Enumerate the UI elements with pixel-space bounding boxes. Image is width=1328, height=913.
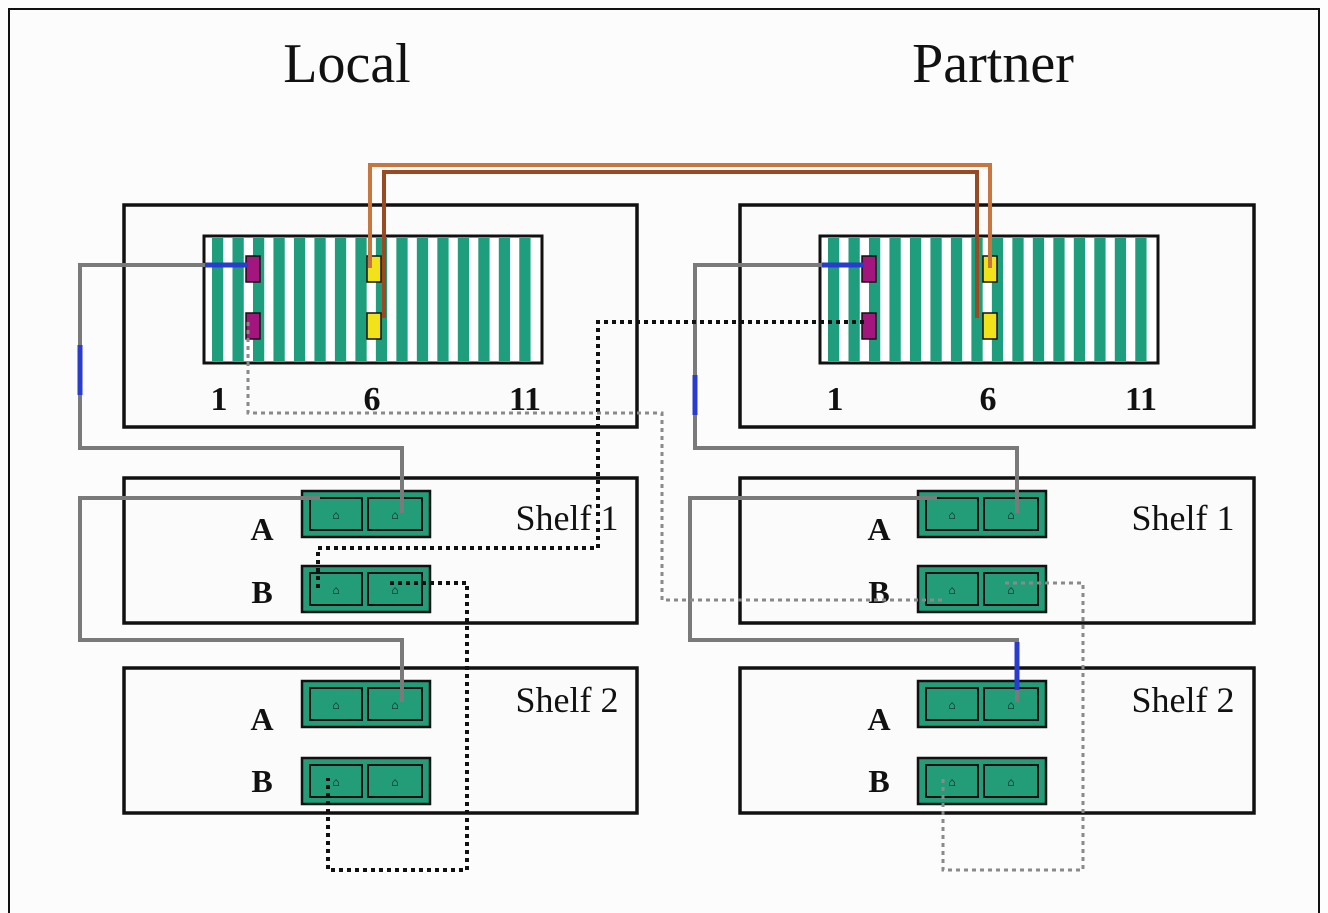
cable-orange-2: [382, 170, 979, 318]
local-shelf-1-module-a-port-icon: ⌂: [332, 508, 339, 522]
local-slot-bar: [498, 238, 511, 361]
partner-slot1-port-top: [861, 255, 877, 283]
local-shelf-2-module-a-label: A: [250, 701, 273, 737]
partner-shelf-1-module-b-label: B: [868, 574, 889, 610]
cable-dotted-gray-1: [246, 322, 945, 602]
partner-shelf-1-module-a-port-icon: ⌂: [1007, 508, 1014, 522]
partner-shelf-2-module-b-label: B: [868, 763, 889, 799]
shelf-modules: ⌂⌂⌂⌂⌂⌂⌂⌂⌂⌂⌂⌂⌂⌂⌂⌂: [300, 489, 1048, 806]
local-slot-bar: [457, 238, 470, 361]
cables: [77, 163, 1085, 872]
local-slot-bar: [232, 238, 244, 361]
local-slot-bar: [293, 238, 306, 361]
cable-local-gray-1: [78, 263, 404, 513]
cable-partner-gray-1: [693, 263, 1019, 513]
partner-slot-bar: [1114, 238, 1127, 361]
partner-slot-bar: [930, 238, 942, 361]
partner-slot-bar: [1094, 238, 1106, 361]
local-slot6-port-bottom: [366, 312, 382, 340]
partner-shelf-1-module-a-label: A: [867, 511, 890, 547]
local-shelf-1-module-b-port-icon: ⌂: [332, 583, 339, 597]
local-shelf-1-label: Shelf 1: [516, 498, 619, 538]
local-header: Local: [283, 33, 410, 95]
partner-slot-bar: [848, 238, 860, 361]
local-shelf-2-module-b-port-icon: ⌂: [391, 775, 398, 789]
cable-dotted-gray-2: [941, 581, 1085, 872]
partner-shelf-2-label: Shelf 2: [1132, 680, 1235, 720]
local-shelf-1-module-a-port-icon: ⌂: [391, 508, 398, 522]
partner-shelf-1-module-b-port-icon: ⌂: [948, 583, 955, 597]
local-slot-label-6: 6: [364, 381, 381, 418]
partner-shelf-2-module-a-label: A: [867, 701, 890, 737]
cable-dotted-black-1: [316, 320, 864, 590]
partner-shelf-2-module-a-port-icon: ⌂: [948, 698, 955, 712]
local-shelf-2-module-b-port-icon: ⌂: [332, 775, 339, 789]
partner-shelf-1-module-b-port-icon: ⌂: [1007, 583, 1014, 597]
local-shelf-2-module-a-port-icon: ⌂: [332, 698, 339, 712]
local-shelf-2-module-a-port-icon: ⌂: [391, 698, 398, 712]
partner-slot-bar: [991, 238, 1004, 361]
partner-slot-bar: [909, 238, 922, 361]
local-slot-strip: [202, 234, 544, 365]
local-slot-bar: [334, 238, 347, 361]
local-slot-bar: [252, 238, 265, 361]
partner-slot-bar: [950, 238, 963, 361]
local-slot-bar: [375, 238, 388, 361]
partner-slot-label-6: 6: [980, 381, 997, 418]
local-shelf-1-module-b: ⌂⌂: [300, 564, 432, 614]
partner-slot-bar: [1032, 238, 1045, 361]
local-slot-bar: [212, 238, 224, 361]
local-slot-bar: [437, 238, 449, 361]
partner-shelf-2-module-a: ⌂⌂: [916, 679, 1048, 729]
partner-slot-bar: [1135, 238, 1147, 361]
local-shelf-1-module-a: ⌂⌂: [300, 489, 432, 539]
local-shelf-1-module-b-label: B: [251, 574, 272, 610]
partner-shelf-1-module-a: ⌂⌂: [916, 489, 1048, 539]
partner-slot-label-1: 1: [827, 381, 844, 418]
partner-shelf-2-module-b: ⌂⌂: [916, 756, 1048, 806]
local-slot-bar: [396, 238, 408, 361]
local-slot-bar: [416, 238, 429, 361]
partner-slot-bar: [889, 238, 901, 361]
local-shelf-2-module-a: ⌂⌂: [300, 679, 432, 729]
partner-shelf-2-module-a-port-icon: ⌂: [1007, 698, 1014, 712]
cable-dotted-black-2: [326, 581, 469, 872]
local-shelf-2-label: Shelf 2: [516, 680, 619, 720]
local-shelf-2-module-b: ⌂⌂: [300, 756, 432, 806]
partner-slot1-port-bottom: [861, 312, 877, 340]
partner-header: Partner: [912, 33, 1074, 95]
local-shelf-1-module-b-port-icon: ⌂: [391, 583, 398, 597]
partner-slot-bar: [868, 238, 881, 361]
local-slot1-port-top: [245, 255, 261, 283]
partner-slot-label-11: 11: [1125, 381, 1157, 418]
partner-slot6-port-bottom: [982, 312, 998, 340]
local-slot-bar: [519, 238, 531, 361]
partner-slot-bar: [828, 238, 840, 361]
local-shelf-1-module-a-label: A: [250, 511, 273, 547]
cable-orange-1: [368, 163, 992, 268]
local-slot-bar: [478, 238, 490, 361]
partner-shelf-1-module-b: ⌂⌂: [916, 564, 1048, 614]
local-slot-bar: [355, 238, 367, 361]
local-shelf-2-module-b-label: B: [251, 763, 272, 799]
partner-shelf-2-module-b-port-icon: ⌂: [1007, 775, 1014, 789]
partner-shelf-1-module-a-port-icon: ⌂: [948, 508, 955, 522]
local-slot-bar: [314, 238, 326, 361]
cable-local-gray-2: [78, 496, 404, 702]
local-slot-bar: [273, 238, 285, 361]
local-slot-label-1: 1: [211, 381, 228, 418]
partner-shelf-1-label: Shelf 1: [1132, 498, 1235, 538]
partner-slot-bar: [1073, 238, 1086, 361]
partner-slot-bar: [1053, 238, 1065, 361]
partner-slot-bar: [1012, 238, 1024, 361]
partner-shelf-2-module-b-port-icon: ⌂: [948, 775, 955, 789]
